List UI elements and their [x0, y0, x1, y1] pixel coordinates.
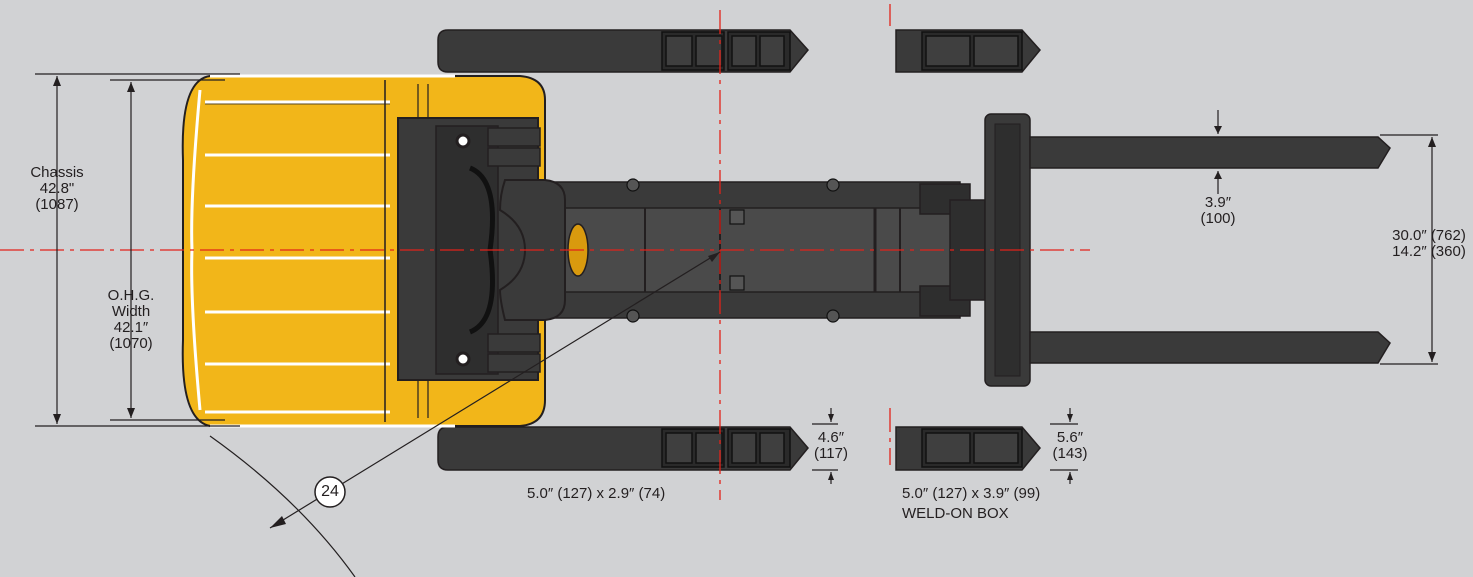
fork-spread-label: 30.0″ (762) 14.2″ (360)	[1386, 228, 1472, 260]
centerlines	[0, 4, 1090, 500]
fork-spread-line2: 14.2″ (360)	[1392, 243, 1466, 260]
ohg-label-line2: Width	[111, 303, 151, 320]
ohg-label-line1: O.H.G.	[107, 287, 155, 304]
fork-gap-line1: 3.9″	[1204, 194, 1232, 211]
chassis-width-label: Chassis 42.8" (1087)	[22, 165, 92, 213]
pad-height-2-line2: (143)	[1052, 445, 1088, 462]
pad-height-1-line1: 4.6″	[817, 429, 845, 446]
ohg-width-label: O.H.G. Width 42.1″ (1070)	[97, 288, 165, 352]
fork-spread-line1: 30.0″ (762)	[1392, 227, 1466, 244]
pad-height-label-1: 4.6″ (117)	[803, 430, 859, 462]
lower-right-outrigger	[895, 426, 1041, 471]
fork-carriage	[984, 113, 1031, 387]
ohg-label-line3: 42.1″	[113, 319, 149, 336]
chassis-label-line1: Chassis	[30, 164, 84, 181]
fork-gap-line2: (100)	[1200, 210, 1236, 227]
pivot-circle-icon	[455, 133, 471, 367]
ohg-label-line4: (1070)	[109, 335, 153, 352]
pad-height-2-line1: 5.6″	[1056, 429, 1084, 446]
lower-left-outrigger	[437, 426, 809, 471]
pad-size-label-1: 5.0″ (127) x 2.9″ (74)	[527, 485, 666, 502]
upper-left-outrigger	[437, 29, 809, 73]
fork-gap-label: 3.9″ (100)	[1188, 195, 1248, 227]
upper-fork	[1029, 136, 1391, 169]
upper-right-outrigger	[895, 29, 1041, 73]
weld-on-box-label: WELD-ON BOX	[902, 505, 1009, 522]
pad-size-label-2: 5.0″ (127) x 3.9″ (99)	[902, 485, 1041, 502]
chassis-body	[181, 74, 589, 428]
turning-radius-number: 24	[321, 483, 339, 500]
dimension-arrows	[53, 76, 1436, 528]
turning-radius-marker	[314, 476, 346, 508]
chassis-label-line2: 42.8"	[39, 180, 75, 197]
lower-fork	[1029, 331, 1391, 364]
pad-height-1-line2: (117)	[814, 445, 848, 462]
dimension-lines	[35, 73, 1438, 577]
pad-height-label-2: 5.6″ (143)	[1042, 430, 1098, 462]
chassis-label-line3: (1087)	[35, 196, 79, 213]
